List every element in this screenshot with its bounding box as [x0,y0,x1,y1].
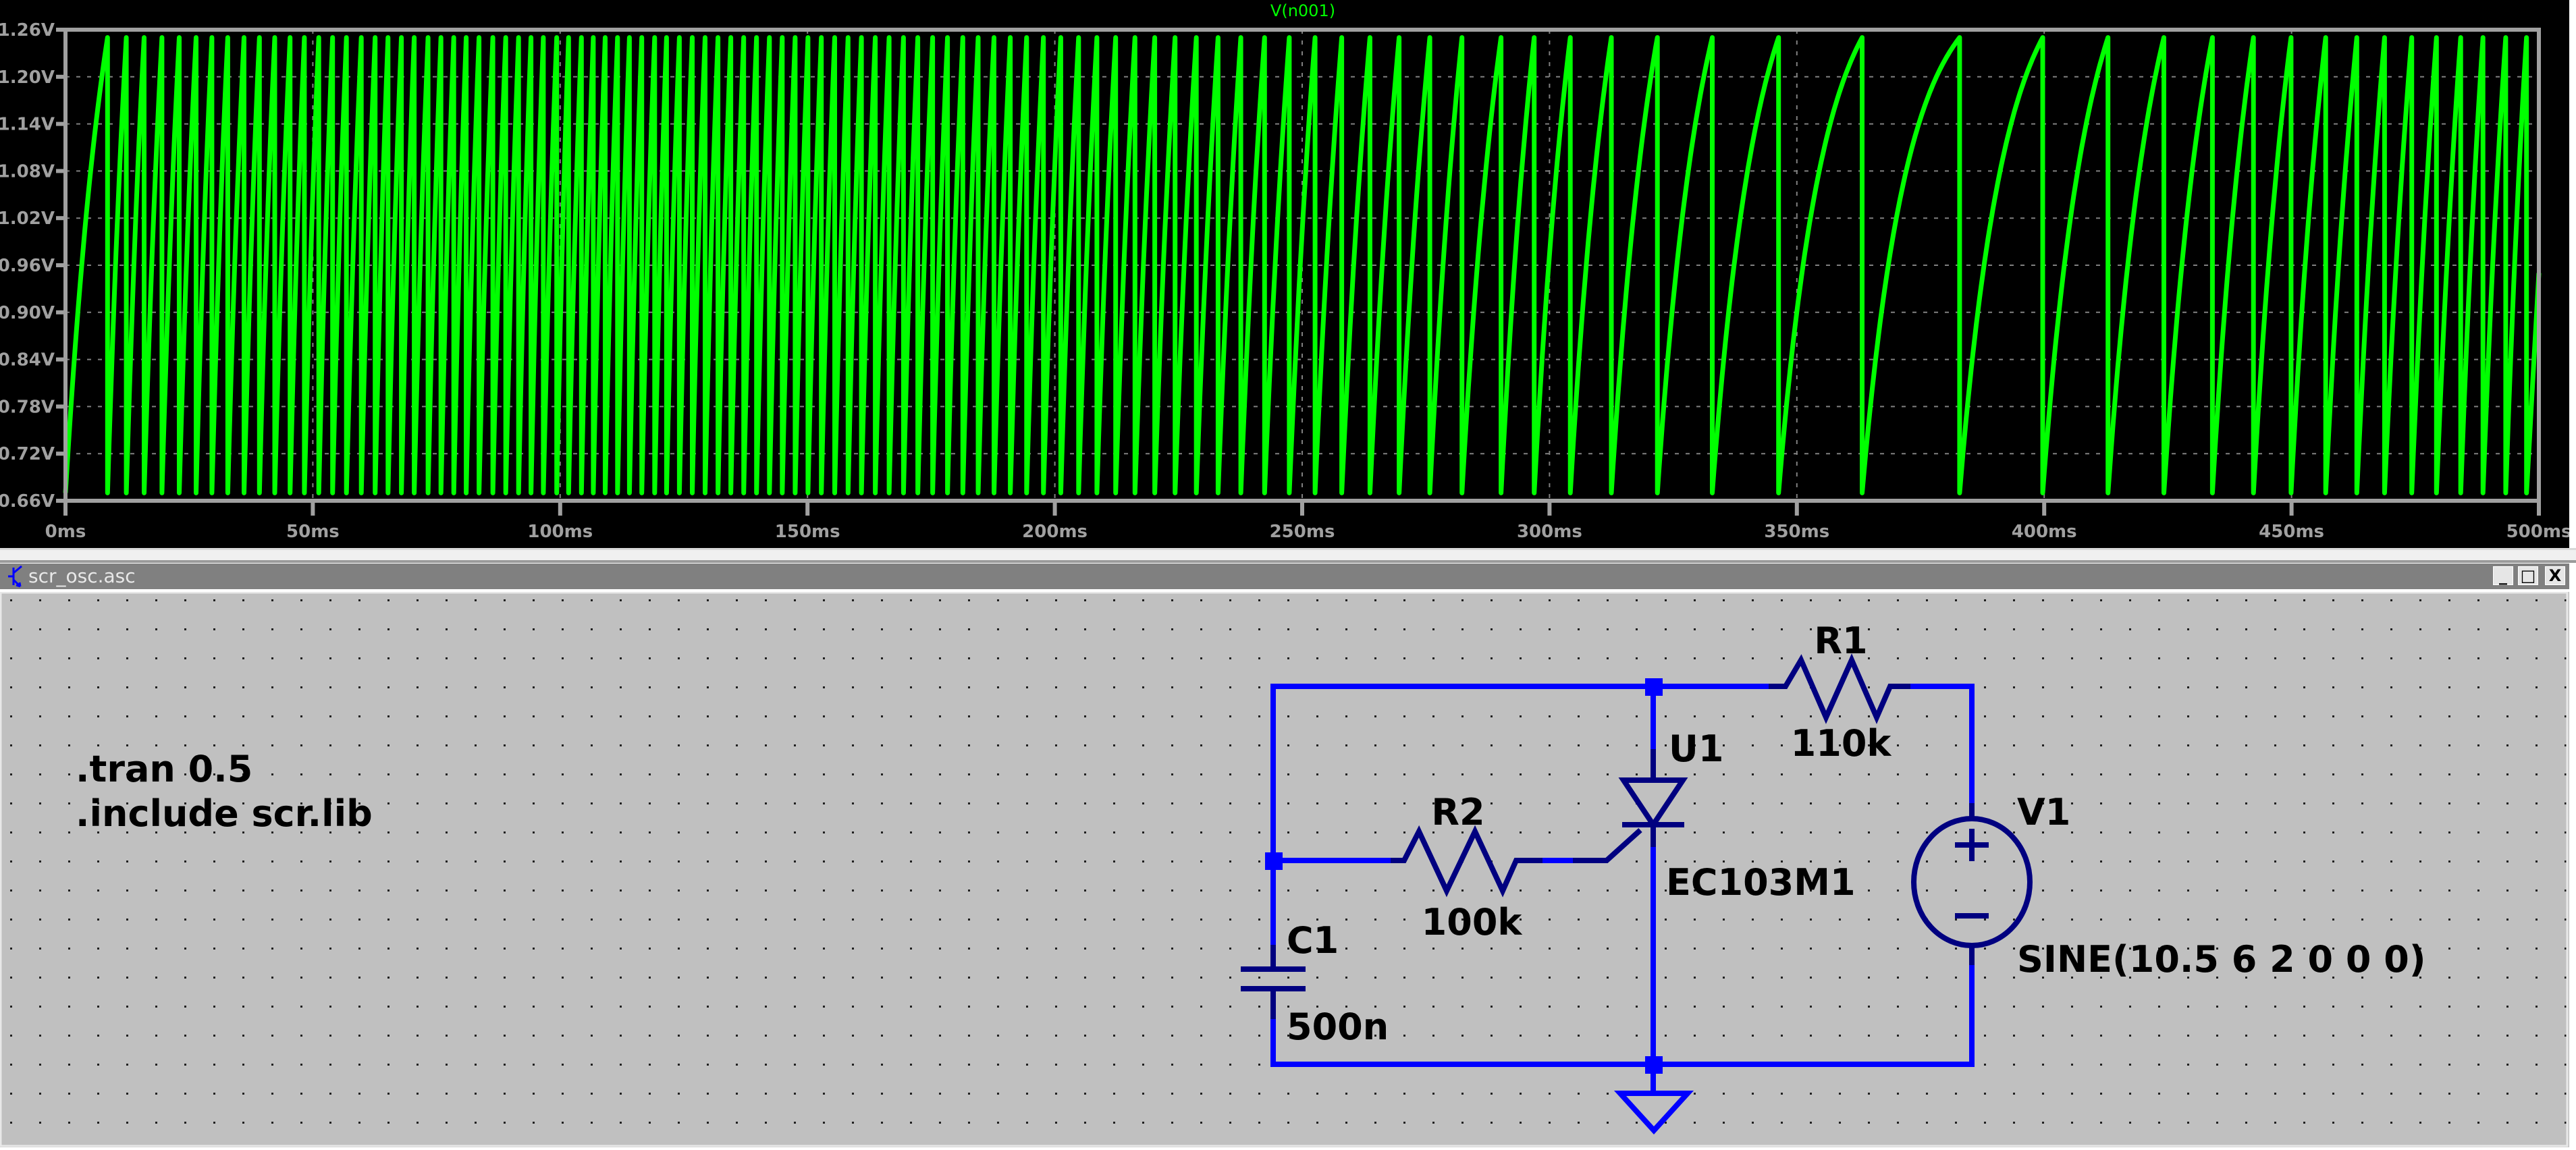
close-button[interactable]: X [2545,566,2565,585]
r1-value[interactable]: 110k [1791,722,1892,765]
y-tick-label: 0.84V [0,350,55,371]
u1-name[interactable]: U1 [1669,728,1723,770]
v1-value[interactable]: SINE(10.5 6 2 0 0 0) [2017,938,2426,981]
v1-name[interactable]: V1 [2017,791,2070,833]
schematic-window-title: scr_osc.asc [28,565,136,587]
waveform-viewer[interactable]: V(n001) 0ms 50ms 100ms 150ms 200ms 250ms 300ms… [0,0,2571,548]
plot-frame [63,28,2541,503]
y-tick-label: 1.14V [0,115,55,135]
x-tick-label: 450ms [2259,522,2324,542]
y-tick-label: 0.96V [0,256,55,276]
y-tick-label: 1.08V [0,161,55,182]
schematic-icon [8,565,22,588]
trace-v-n001 [63,35,2542,495]
maximize-button[interactable]: □ [2518,566,2538,585]
junction-dot [1645,678,1663,696]
x-tick-label: 150ms [775,522,840,542]
junction-dot [1265,852,1283,870]
wire-top-right [1901,684,1975,821]
y-tick-label: 0.78V [0,397,55,417]
waveform-plot[interactable]: V(n001) 0ms 50ms 100ms 150ms 200ms 250ms 300ms… [0,0,2571,548]
r2-value[interactable]: 100k [1422,901,1523,943]
scr-u1[interactable]: U1 EC103M1 [1573,728,1856,904]
y-tick-label: 1.20V [0,67,55,88]
r1-name[interactable]: R1 [1814,620,1867,662]
directive-include[interactable]: .include scr.lib [76,792,373,835]
plot-axes: 0ms 50ms 100ms 150ms 200ms 250ms 300ms 350ms 400… [0,20,2571,542]
capacitor-c1[interactable]: C1 500n [1241,919,1389,1048]
x-tick-label: 500ms [2506,522,2569,542]
u1-value[interactable]: EC103M1 [1666,861,1856,904]
c1-value[interactable]: 500n [1287,1006,1389,1048]
resistor-r2[interactable]: R2 100k [1391,791,1542,943]
resistor-r1[interactable]: R1 110k [1769,620,1910,765]
x-tick-label: 400ms [2012,522,2077,542]
plus-icon [1955,829,1989,861]
c1-name[interactable]: C1 [1287,919,1339,962]
x-tick-label: 300ms [1517,522,1582,542]
schematic-drawing[interactable]: .tran 0.5 .include scr.lib R1 110k [0,591,2569,1147]
r2-name[interactable]: R2 [1431,791,1484,833]
junction-dot [1645,1056,1663,1074]
y-tick-label: 1.26V [0,20,55,40]
wires[interactable] [1270,684,1975,1096]
x-tick-label: 50ms [286,522,340,542]
y-tick-label: 0.66V [0,491,55,512]
x-tick-label: 350ms [1764,522,1829,542]
x-tick-label: 100ms [527,522,593,542]
x-tick-label: 200ms [1022,522,1088,542]
ground-icon[interactable] [1613,1091,1694,1134]
y-tick-label: 1.02V [0,209,55,229]
wire-bottom [1270,943,1975,1067]
pane-splitter[interactable] [0,548,2576,563]
y-tick-label: 0.72V [0,444,55,464]
trace-label[interactable]: V(n001) [1270,1,1335,20]
x-tick-label: 250ms [1270,522,1335,542]
schematic-title-bar[interactable]: scr_osc.asc _ □ X [0,564,2569,589]
junctions [1265,678,1663,1074]
schematic-canvas[interactable]: .tran 0.5 .include scr.lib R1 110k [0,591,2569,1147]
voltage-source-v1[interactable]: V1 SINE(10.5 6 2 0 0 0) [1911,791,2426,981]
minimize-button[interactable]: _ [2493,566,2513,585]
directive-tran[interactable]: .tran 0.5 [76,748,252,790]
y-tick-label: 0.90V [0,303,55,323]
x-tick-label: 0ms [45,522,86,542]
trace-line [63,35,2542,495]
